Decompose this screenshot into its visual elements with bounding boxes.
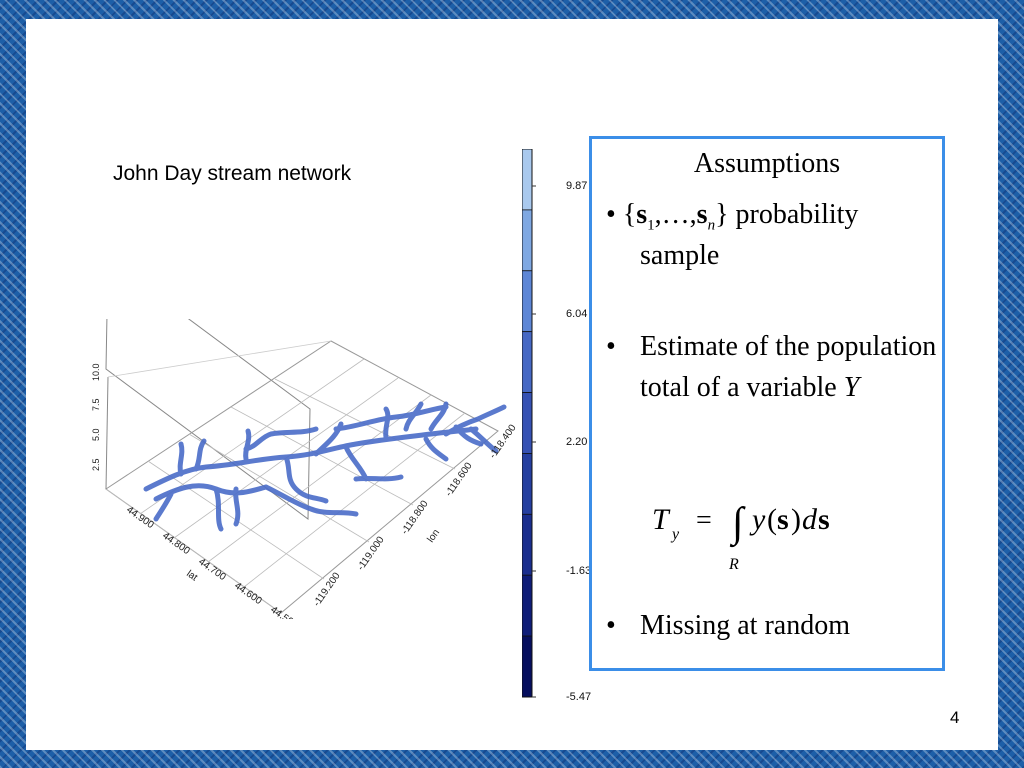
set-sub-n: n [707,217,716,234]
z-tick-label: 7.5 [91,398,101,411]
stream-network [143,401,507,532]
set-ellipsis: ,…, [654,199,697,230]
lat-tick-label: 44.900 [124,504,156,531]
set-close-brace: } [715,199,729,230]
formula-paren-close: ) [791,503,801,536]
color-scale-cell [522,635,533,698]
figure-title: John Day stream network [113,162,352,185]
lat-tick-label: 44.800 [160,530,192,557]
z-axis [105,376,109,490]
formula-integral: ∫ [729,500,746,548]
lat-tick-label: 44.500 [268,604,300,619]
integral-formula: T y = ∫ R y ( s ) d s [652,500,830,573]
assumptions-box: Assumptions • {s1,…,sn} probability samp… [589,136,945,671]
lon-axis-label: lon [425,527,442,544]
lon-tick-label: -119.200 [311,570,342,608]
bullet-estimate-total: Estimate of the population total of a va… [640,326,940,408]
color-scale-cell [522,270,533,333]
variable-y: Y [843,372,860,403]
color-scale-cell [522,209,533,272]
formula-t: T [652,503,671,536]
page-number: 4 [950,708,960,727]
formula-body-y: y [749,503,766,536]
color-scale-cell [522,392,533,454]
set-sub-1: 1 [647,217,655,234]
floor-plane [105,340,499,614]
z-tick-label: 10.0 [91,363,101,381]
formula-d: d [802,503,818,536]
scale-label: 6.04 [566,308,588,320]
lat-tick-label: 44.700 [196,556,228,583]
scale-label: 2.20 [566,436,588,448]
color-scale-cell [522,149,533,211]
formula-equals: = [696,505,712,536]
back-plane-edge [107,340,332,378]
bullet-missing-at-random: Missing at random [640,610,850,641]
back-plane [105,319,311,520]
color-scale-cell [522,331,533,393]
floor-grid [105,358,466,614]
color-scale-bar [522,149,536,698]
set-sn: s [696,199,708,230]
bullet-text: Estimate of the population total of a va… [640,331,937,403]
z-tick-label: 2.5 [91,458,101,471]
scale-label: 9.87 [566,180,588,192]
bullet-continuation: sample [640,240,720,271]
z-tick-label: 5.0 [91,428,101,441]
formula-paren-open: ( [767,503,777,536]
lon-tick-label: -118.600 [443,460,474,498]
color-scale-cell [522,453,533,515]
slide: John Day stream network [26,19,998,750]
lon-tick-label: -119.000 [355,534,386,572]
formula-s: s [777,503,789,536]
color-scale-cell [522,574,533,637]
set-s1: s [636,199,648,230]
formula-lower-limit: R [728,556,739,573]
assumptions-title: Assumptions [693,148,841,179]
plot-box [105,319,499,614]
lat-tick-label: 44.600 [232,580,264,607]
bullet-mark: • [606,331,616,362]
bullet-text: probability [735,199,859,230]
formula-subscript-y: y [670,526,680,543]
lat-axis-label: lat [184,568,199,583]
stream-network-3d-plot: 2.5 5.0 7.5 10.0 44.900 44.800 44.700 44… [91,319,519,619]
set-open-brace: { [622,199,637,230]
lon-tick-label: -118.800 [399,498,430,536]
scale-label: -5.47 [566,691,592,703]
bullet-probability-sample: • {s1,…,sn} probability [606,194,858,247]
bullet-mark: • [606,610,616,641]
scale-label: -1.63 [566,565,592,577]
formula-s-2: s [818,503,830,536]
color-scale-cell [522,513,533,576]
bullet-mark: • [606,199,616,230]
